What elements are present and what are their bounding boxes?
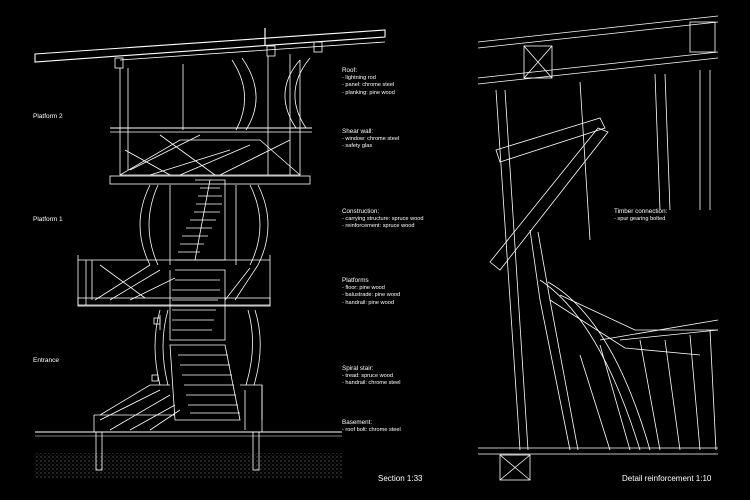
note-item: - window: chrome steel bbox=[342, 135, 400, 142]
upper-cabin bbox=[119, 60, 301, 176]
knee-brace bbox=[539, 279, 641, 451]
note-item: - reinforcement: spruce wood bbox=[342, 223, 415, 230]
spiral-stair bbox=[169, 179, 241, 421]
note-title: Platforms bbox=[342, 277, 369, 284]
note-item: - balustrade: pine wood bbox=[342, 292, 401, 299]
note-platforms: Platforms - floor: pine wood - balustrad… bbox=[342, 277, 452, 307]
platform-1 bbox=[77, 255, 271, 306]
note-title: Timber connection: bbox=[614, 208, 668, 215]
level-label-platform-2: Platform 2 bbox=[33, 113, 63, 120]
note-shear-wall: Shear wall: - window: chrome steel - saf… bbox=[342, 128, 452, 151]
note-construction: Construction: - carrying structure: spru… bbox=[342, 208, 452, 231]
note-item: - floor: pine wood bbox=[342, 284, 385, 291]
roof bbox=[34, 29, 386, 63]
note-item: - safety glas bbox=[342, 143, 373, 150]
note-item: - lightning rod bbox=[342, 74, 376, 81]
note-item: - panel: chrome steel bbox=[342, 82, 395, 89]
trunk-right bbox=[249, 184, 261, 266]
tower-section bbox=[34, 28, 386, 478]
strut bbox=[495, 117, 606, 163]
detail-caption: Detail reinforcement 1:10 bbox=[622, 474, 712, 483]
level-label-entrance: Entrance bbox=[33, 357, 60, 364]
note-item: - roof bolt: chrome steel bbox=[342, 426, 401, 433]
note-timber-connection: Timber connection: - spur gearing bolted bbox=[614, 208, 714, 223]
note-item: - planking: pine wood bbox=[342, 89, 395, 96]
note-roof: Roof: - lightning rod - panel: chrome st… bbox=[342, 67, 452, 97]
note-item: - tread: spruce wood bbox=[342, 372, 393, 379]
note-spiral-stair: Spiral stair: - tread: spruce wood - han… bbox=[342, 365, 452, 388]
note-title: Shear wall: bbox=[342, 128, 374, 135]
note-title: Roof: bbox=[342, 67, 358, 74]
note-item: - carrying structure: spruce wood bbox=[342, 215, 424, 222]
ground-hatch bbox=[35, 453, 342, 478]
note-item: - spur gearing bolted bbox=[614, 215, 666, 222]
note-item: - handrail: chrome steel bbox=[342, 380, 401, 387]
note-basement: Basement: - roof bolt: chrome steel bbox=[342, 419, 452, 434]
section-caption: Section 1:33 bbox=[378, 474, 423, 483]
note-item: - handrail: pine wood bbox=[342, 299, 394, 306]
strut bbox=[489, 127, 609, 271]
note-title: Basement: bbox=[342, 419, 373, 426]
level-label-platform-1: Platform 1 bbox=[33, 216, 63, 223]
reinforcement-detail bbox=[477, 15, 719, 481]
note-title: Spiral stair: bbox=[342, 365, 374, 372]
trunk-left bbox=[139, 184, 151, 266]
note-title: Construction: bbox=[342, 208, 380, 215]
